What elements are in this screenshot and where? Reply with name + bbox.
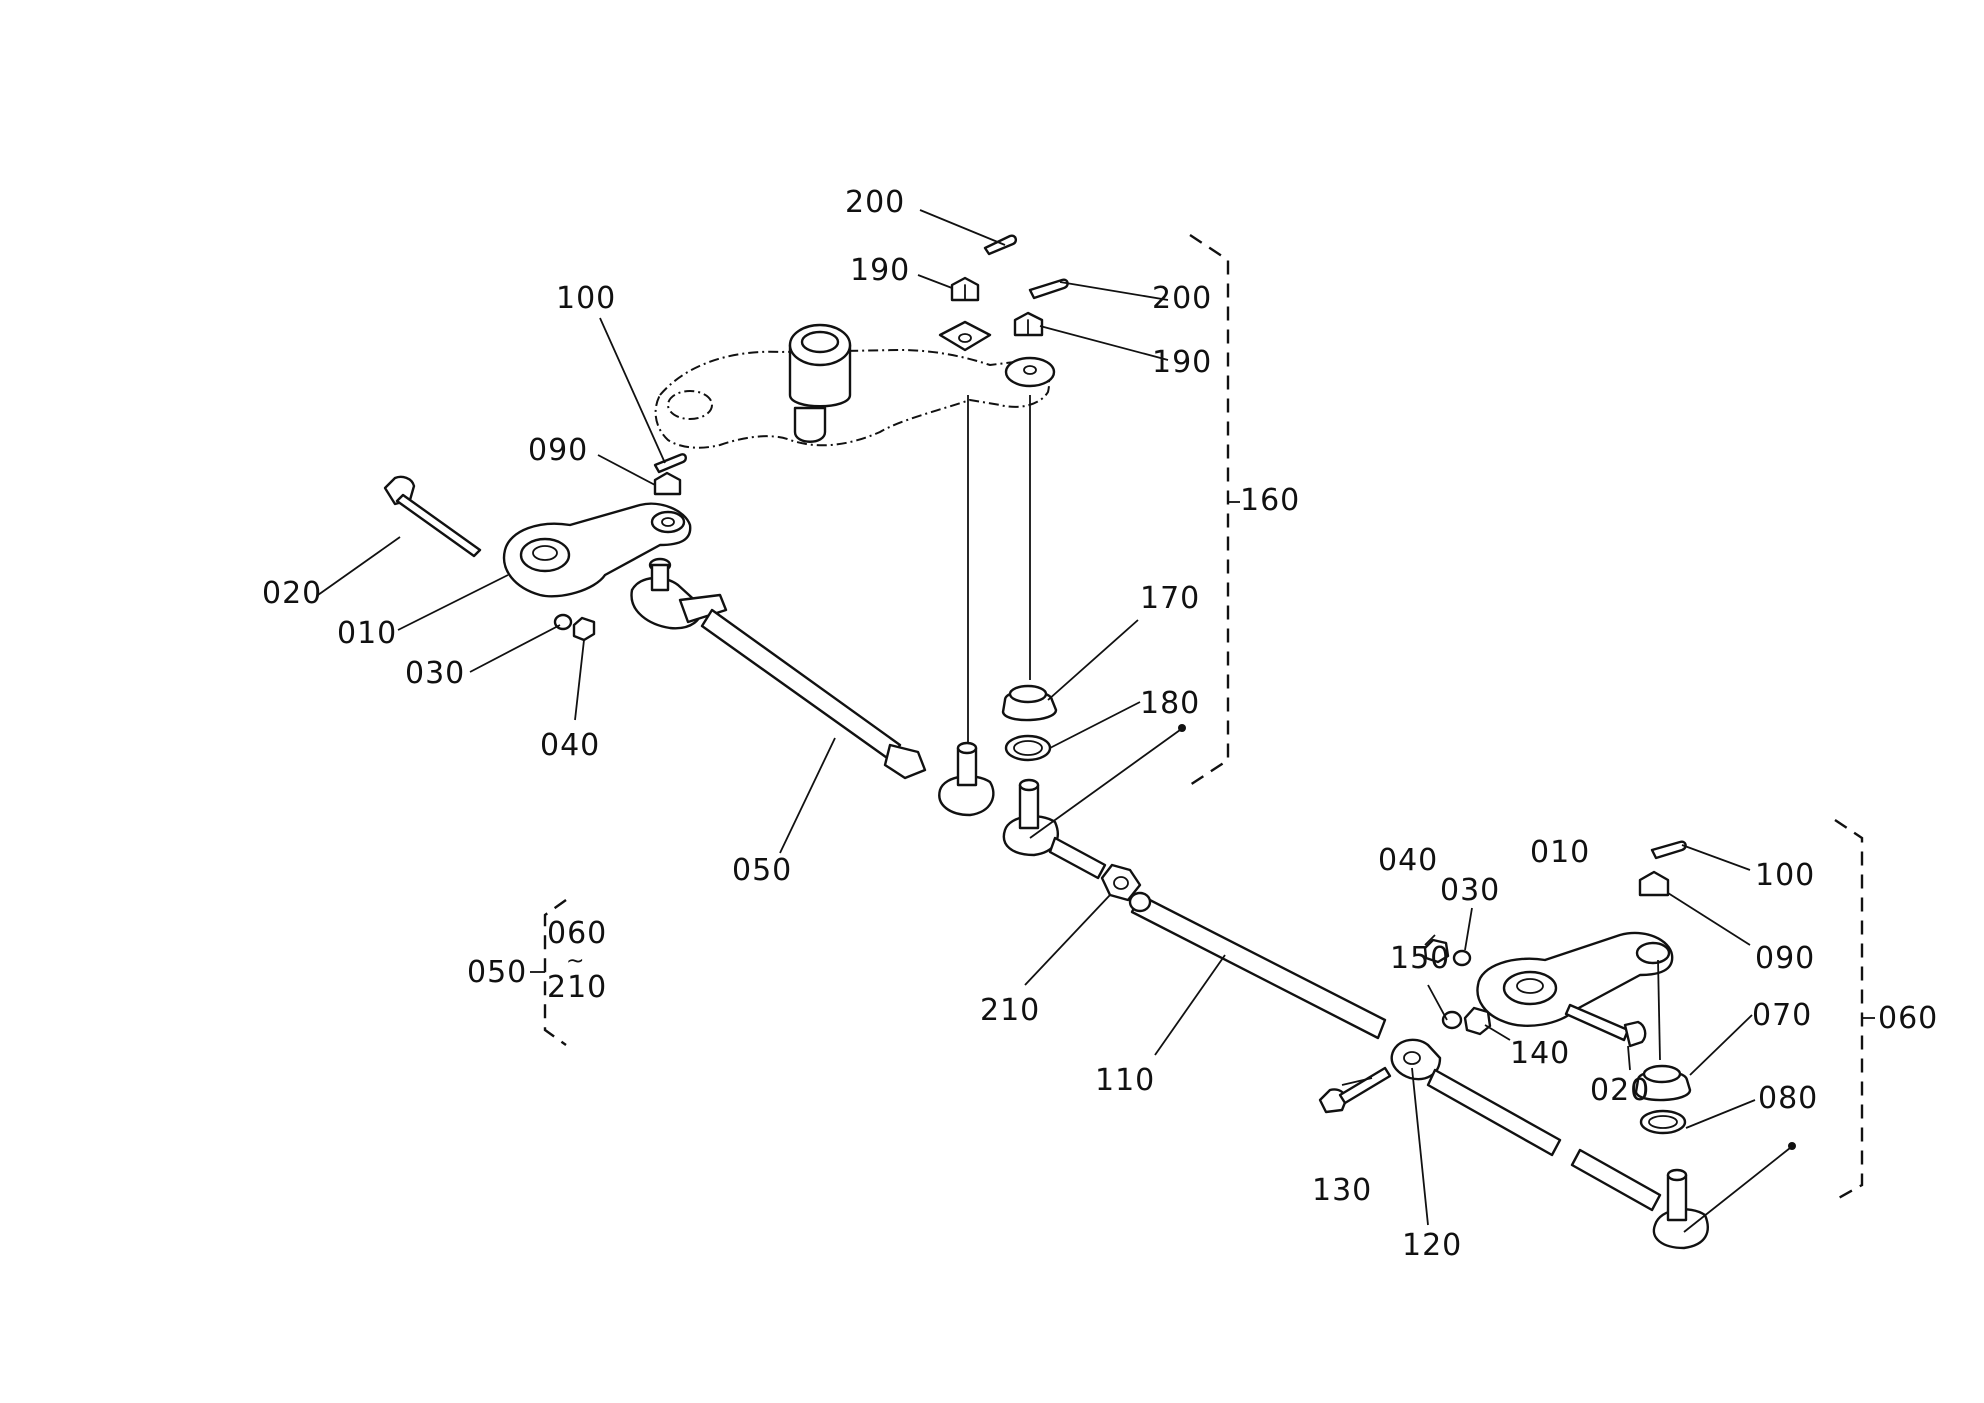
tie-rod-end-right-tube-2 [1570,1148,1662,1212]
tie-rod-end-right [1652,1168,1709,1250]
label-200-left: 200 [845,185,905,220]
tie-rod-end-center-left [938,741,995,817]
label-090-left: 090 [528,433,588,468]
cotter-pin-100-left [653,453,688,474]
castle-nut-190-left [950,276,980,302]
nut-040-left [572,616,596,642]
label-180: 180 [1140,686,1200,721]
label-200-right: 200 [1152,281,1212,316]
label-110: 110 [1095,1063,1155,1098]
castle-nut-090-right [1638,870,1670,897]
tie-rod-end-right-tube [1426,1068,1562,1157]
note-range-end: 210 [547,970,607,1005]
label-210: 210 [980,993,1040,1028]
knuckle-arm-010-left [502,502,692,598]
leader-lines [317,209,1875,1226]
steering-bracket [654,320,1056,449]
label-100-left: 100 [556,281,616,316]
label-040-right: 040 [1378,843,1438,878]
label-170: 170 [1140,581,1200,616]
dust-cover-070 [1634,1064,1692,1102]
castle-nut-190-right [1013,311,1044,337]
washer-150 [1441,1010,1463,1030]
label-160: 160 [1240,483,1300,518]
dust-cover-170 [1001,684,1058,722]
note-parent: 050 [467,955,527,990]
tie-rod-end-left [630,557,728,630]
label-100-right: 100 [1755,858,1815,893]
label-060: 060 [1878,1001,1938,1036]
label-010-left: 010 [337,616,397,651]
label-150: 150 [1390,941,1450,976]
assembly-line-right-end [1683,1147,1791,1233]
tie-rod-050 [700,608,927,780]
cotter-pin-100-right [1650,840,1687,860]
nut-140 [1463,1006,1492,1036]
bolt-020-left [383,475,482,558]
label-120: 120 [1402,1228,1462,1263]
seal-080 [1639,1109,1687,1135]
note-range-start: 060 [547,916,607,951]
label-040-left: 040 [540,728,600,763]
nut-040-right [1423,938,1450,964]
label-190-right: 190 [1152,345,1212,380]
seal-180 [1004,734,1052,762]
bolt-130 [1318,1066,1392,1114]
reference-dot-right [1788,1142,1796,1150]
label-090-right: 090 [1755,941,1815,976]
reference-dot-center [1178,724,1186,732]
label-030-right: 030 [1440,873,1500,908]
group-bracket-060 [1834,819,1864,1202]
tie-rod-110 [1128,891,1387,1040]
bolt-020-right [1564,1003,1647,1048]
note-range-sep: ~ [566,949,585,974]
washer-030-right [1452,949,1472,967]
tie-rod-end-center-right [1002,778,1107,880]
cotter-pin-200-left [983,234,1018,256]
knuckle-arm-010-right [1476,931,1674,1027]
part-labels: 200 190 200 190 100 090 160 020 010 030 … [262,185,1938,1263]
label-190-left: 190 [850,253,910,288]
label-050: 050 [732,853,792,888]
label-130: 130 [1312,1173,1372,1208]
assembly-line-center [1029,729,1181,839]
label-020-left: 020 [262,576,322,611]
assembly-line-right-arm [1657,959,1661,1061]
label-140: 140 [1510,1036,1570,1071]
castle-nut-090-left [653,471,682,496]
label-080: 080 [1758,1081,1818,1116]
label-070: 070 [1752,998,1812,1033]
label-030-left: 030 [405,656,465,691]
label-010-right: 010 [1530,835,1590,870]
group-bracket-050 [543,899,567,1046]
assembly-range-note: 050 060 ~ 210 [467,916,607,1005]
label-020-right: 020 [1590,1073,1650,1108]
